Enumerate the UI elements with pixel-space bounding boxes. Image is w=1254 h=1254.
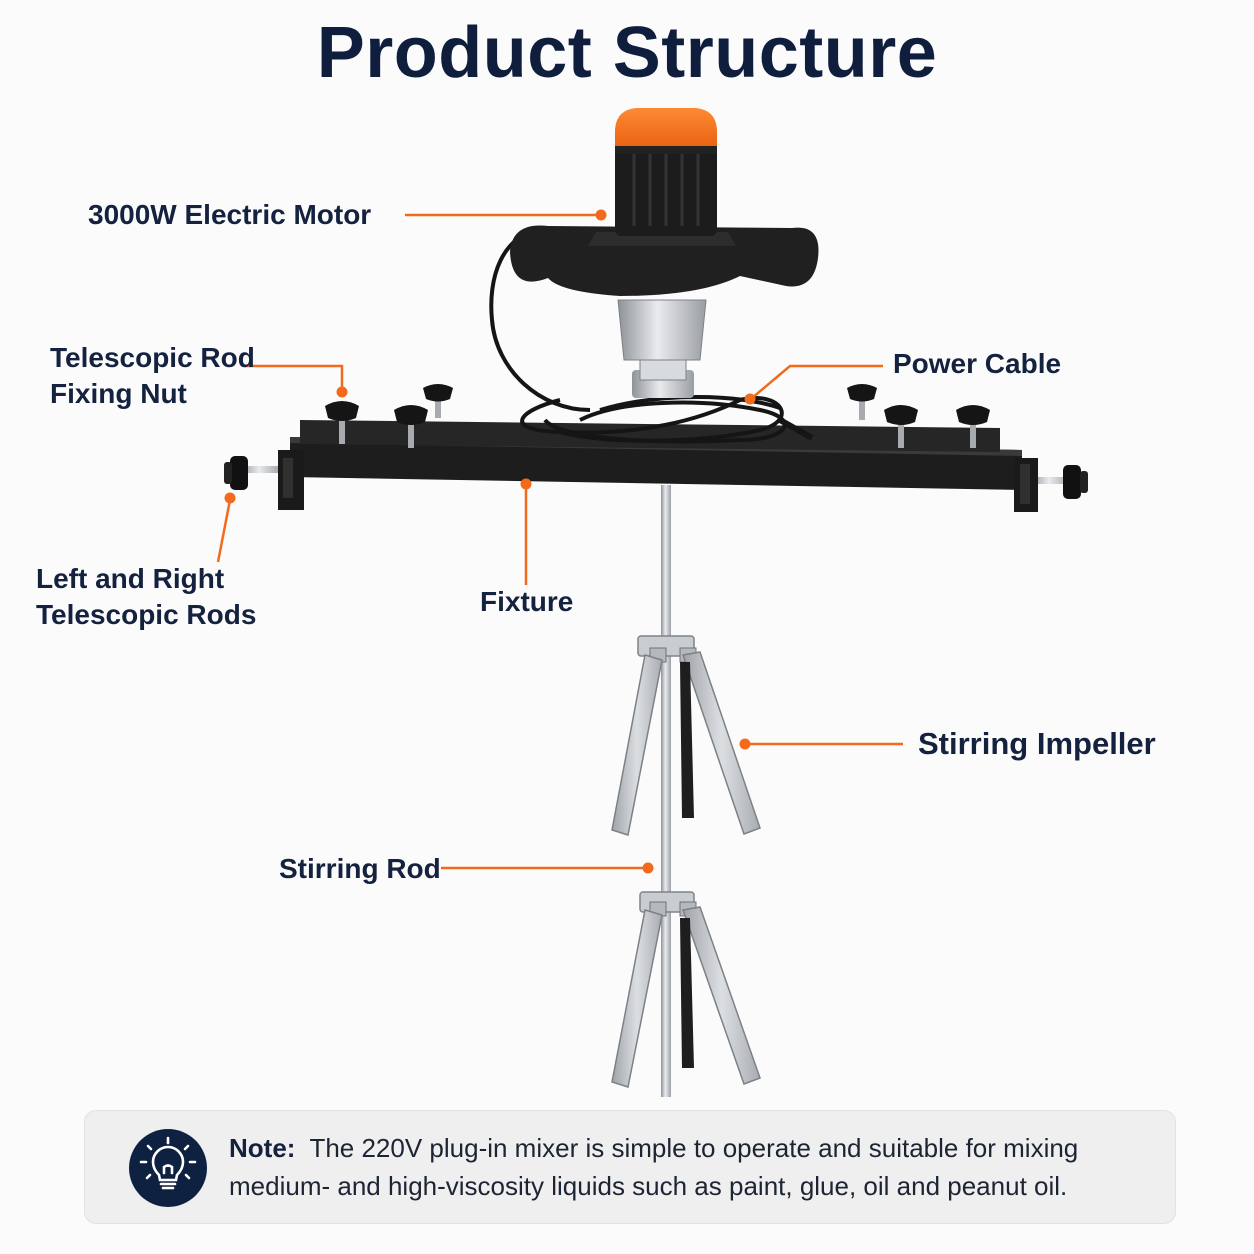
label-fixing-nut: Telescopic Rod Fixing Nut	[50, 340, 255, 412]
label-power-cable: Power Cable	[893, 348, 1062, 379]
label-telescopic-rods: Left and Right Telescopic Rods	[36, 561, 256, 633]
label-stirring-rod: Stirring Rod	[279, 853, 441, 884]
stirring-rod	[661, 485, 671, 1097]
note-body: The 220V plug-in mixer is simple to oper…	[229, 1133, 1079, 1201]
label-stirring-impeller: Stirring Impeller	[918, 726, 1156, 761]
telescopic-rods	[224, 456, 1088, 499]
fixing-nuts	[325, 384, 990, 448]
stirring-impeller-upper	[611, 635, 761, 836]
label-electric-motor: 3000W Electric Motor	[88, 199, 372, 230]
label-fixing-nut-line2: Fixing Nut	[50, 378, 187, 409]
stirring-impeller-lower	[611, 891, 761, 1088]
label-telescopic-rods-line2: Telescopic Rods	[36, 599, 257, 630]
label-fixing-nut-line1: Telescopic Rod	[50, 342, 255, 373]
leader-lines	[216, 213, 903, 870]
note-text: Note:The 220V plug-in mixer is simple to…	[229, 1129, 1149, 1205]
leader-dots	[224, 209, 756, 874]
electric-motor	[510, 108, 819, 398]
label-fixture: Fixture	[480, 586, 574, 617]
lightbulb-icon	[129, 1129, 207, 1207]
fixture	[278, 420, 1038, 512]
page-title: Product Structure	[316, 13, 938, 93]
note-heading: Note:	[229, 1133, 296, 1163]
label-telescopic-rods-line1: Left and Right	[36, 563, 225, 594]
note-box: Note:The 220V plug-in mixer is simple to…	[84, 1110, 1176, 1224]
